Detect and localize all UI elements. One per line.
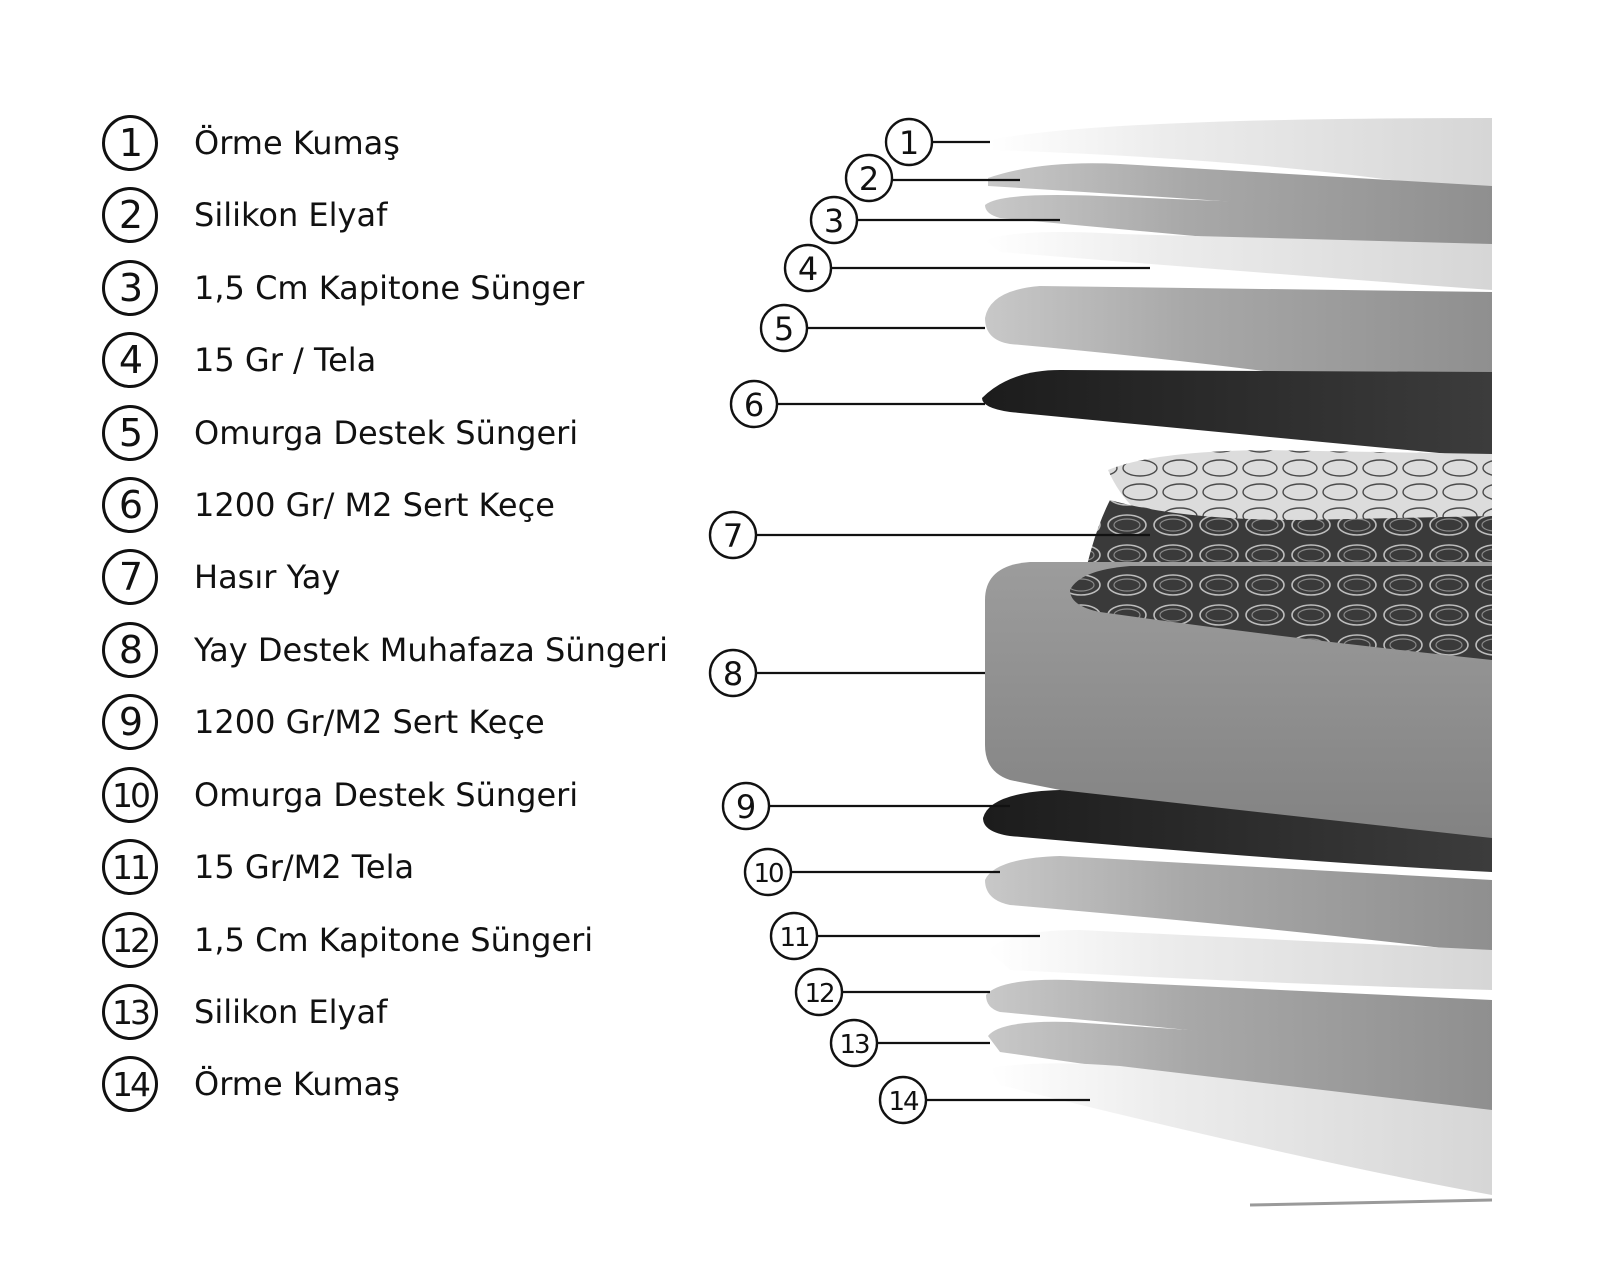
callout-4: 4 bbox=[783, 243, 833, 293]
callout-8-number: 8 bbox=[723, 655, 743, 693]
legend-item: 13 Silikon Elyaf bbox=[102, 980, 387, 1044]
legend-number-badge: 11 bbox=[102, 839, 158, 895]
callout-3: 3 bbox=[809, 195, 859, 245]
callout-3-number: 3 bbox=[824, 202, 844, 240]
legend-label: 1200 Gr/M2 Sert Keçe bbox=[194, 703, 545, 741]
legend-label: 1,5 Cm Kapitone Süngeri bbox=[194, 921, 594, 959]
layer-14-fabric bbox=[990, 1063, 1492, 1195]
legend-number-badge: 5 bbox=[102, 405, 158, 461]
callout-2-number: 2 bbox=[859, 160, 879, 198]
legend-number-badge: 1 bbox=[102, 115, 158, 171]
legend-item: 12 1,5 Cm Kapitone Süngeri bbox=[102, 908, 593, 972]
layer-12-quilted-foam bbox=[986, 979, 1492, 1062]
layer-10-support-foam bbox=[985, 856, 1492, 954]
layer-13-silicone-fiber bbox=[988, 1021, 1492, 1118]
layer-1-fabric bbox=[990, 118, 1492, 196]
legend-number-badge: 8 bbox=[102, 622, 158, 678]
layer-11-thin-fabric bbox=[988, 930, 1492, 990]
callout-1: 1 bbox=[884, 117, 934, 167]
legend-label: Omurga Destek Süngeri bbox=[194, 776, 579, 814]
legend-label: Örme Kumaş bbox=[194, 1065, 400, 1103]
callout-6-number: 6 bbox=[744, 386, 764, 424]
callout-9-number: 9 bbox=[736, 788, 756, 826]
legend-label: Silikon Elyaf bbox=[194, 196, 388, 234]
legend-label: 15 Gr / Tela bbox=[194, 341, 377, 379]
callout-7: 7 bbox=[708, 510, 758, 560]
legend-item: 2 Silikon Elyaf bbox=[102, 183, 387, 247]
callout-7-number: 7 bbox=[723, 517, 743, 555]
legend-number-badge: 3 bbox=[102, 260, 158, 316]
legend-label: Silikon Elyaf bbox=[194, 993, 388, 1031]
legend-item: 11 15 Gr/M2 Tela bbox=[102, 835, 414, 899]
legend-item: 10 Omurga Destek Süngeri bbox=[102, 763, 578, 827]
layer-8-spring-window bbox=[1070, 566, 1492, 660]
legend-item: 1 Örme Kumaş bbox=[102, 111, 400, 175]
legend-number-badge: 14 bbox=[102, 1056, 158, 1112]
layer-4-thin-fabric bbox=[985, 232, 1492, 290]
legend-item: 3 1,5 Cm Kapitone Sünger bbox=[102, 256, 584, 320]
callout-1-number: 1 bbox=[899, 124, 919, 162]
legend-item: 8 Yay Destek Muhafaza Süngeri bbox=[102, 618, 668, 682]
legend-number-badge: 12 bbox=[102, 912, 158, 968]
legend-item: 4 15 Gr / Tela bbox=[102, 328, 376, 392]
layer-6-felt bbox=[982, 370, 1492, 458]
legend-label: Hasır Yay bbox=[194, 558, 341, 596]
legend-list: 1 Örme Kumaş 2 Silikon Elyaf 3 1,5 Cm Ka… bbox=[0, 0, 720, 1278]
legend-number-badge: 6 bbox=[102, 477, 158, 533]
callout-12: 12 bbox=[794, 967, 844, 1017]
callout-8: 8 bbox=[708, 648, 758, 698]
legend-item: 9 1200 Gr/M2 Sert Keçe bbox=[102, 690, 545, 754]
callout-14: 14 bbox=[878, 1075, 928, 1125]
callout-11: 11 bbox=[769, 911, 819, 961]
callout-9: 9 bbox=[721, 781, 771, 831]
legend-item: 5 Omurga Destek Süngeri bbox=[102, 401, 578, 465]
legend-item: 14 Örme Kumaş bbox=[102, 1052, 400, 1116]
callout-13: 13 bbox=[829, 1018, 879, 1068]
legend-number-badge: 2 bbox=[102, 187, 158, 243]
callout-2: 2 bbox=[844, 153, 894, 203]
legend-label: Örme Kumaş bbox=[194, 124, 400, 162]
legend-number-badge: 4 bbox=[102, 332, 158, 388]
callout-12-number: 12 bbox=[804, 979, 833, 1009]
callout-10-number: 10 bbox=[753, 859, 783, 889]
layer-9-felt bbox=[983, 790, 1492, 872]
leader-lines bbox=[757, 140, 1150, 1102]
legend-label: 15 Gr/M2 Tela bbox=[194, 848, 415, 886]
callout-13-number: 13 bbox=[839, 1030, 869, 1060]
legend-item: 7 Hasır Yay bbox=[102, 545, 340, 609]
legend-number-badge: 9 bbox=[102, 694, 158, 750]
callout-10: 10 bbox=[743, 847, 793, 897]
legend-label: Omurga Destek Süngeri bbox=[194, 414, 579, 452]
legend-number-badge: 7 bbox=[102, 549, 158, 605]
legend-label: Yay Destek Muhafaza Süngeri bbox=[194, 631, 668, 669]
callout-11-number: 11 bbox=[779, 923, 809, 953]
base-shadow-line bbox=[1249, 1198, 1493, 1207]
callout-4-number: 4 bbox=[798, 250, 818, 288]
legend-item: 6 1200 Gr/ M2 Sert Keçe bbox=[102, 473, 555, 537]
callout-5: 5 bbox=[759, 303, 809, 353]
legend-number-badge: 10 bbox=[102, 767, 158, 823]
callout-5-number: 5 bbox=[774, 310, 794, 348]
callout-6: 6 bbox=[729, 379, 779, 429]
callout-14-number: 14 bbox=[888, 1087, 919, 1117]
legend-label: 1,5 Cm Kapitone Sünger bbox=[194, 269, 585, 307]
callout-badges: 1 2 3 4 5 6 7 8 bbox=[708, 117, 934, 1125]
legend-label: 1200 Gr/ M2 Sert Keçe bbox=[194, 486, 555, 524]
legend-number-badge: 13 bbox=[102, 984, 158, 1040]
